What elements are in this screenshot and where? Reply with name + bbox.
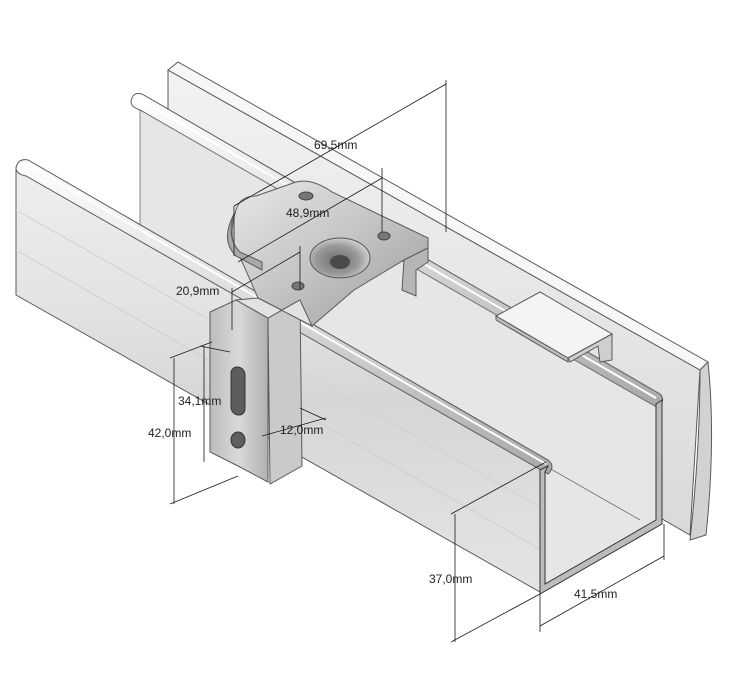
label-bracket-length: 69,5mm: [314, 138, 357, 152]
dim-20-line: [231, 251, 301, 293]
dim-12-line: [261, 417, 327, 437]
dim-48-line: [237, 177, 383, 263]
back-rail-end: [689, 360, 713, 541]
bracket-leg-side: [267, 299, 303, 485]
rail-clip: [494, 291, 614, 363]
dim-42-bottom: [169, 475, 239, 505]
bracket-bend: [234, 297, 314, 328]
label-bracket-top-width: 48,9mm: [286, 206, 329, 220]
dim-37-bottom: [450, 593, 541, 643]
label-slot-length: 34,1mm: [178, 394, 221, 408]
small-hole-left: [291, 281, 305, 291]
clip-side: [567, 333, 613, 363]
profile-section-outline: [539, 399, 663, 595]
label-leg-depth: 12,0mm: [280, 423, 323, 437]
mounting-bracket: [209, 180, 429, 485]
label-profile-width: 41,5mm: [574, 587, 617, 601]
dim-41-line: [539, 555, 665, 627]
dim-69-line: [233, 83, 447, 207]
leg-round-hole: [230, 431, 246, 449]
countersunk-hole-center: [330, 255, 350, 269]
bracket-left-tab: [227, 213, 263, 271]
small-hole-right: [377, 231, 391, 241]
profile-cross-section: [539, 399, 663, 595]
label-bracket-flange: 20,9mm: [176, 284, 219, 298]
dim-42-top: [169, 341, 213, 359]
dim-34-top: [199, 345, 231, 353]
dim-37-top: [450, 461, 547, 515]
dim-12-ext: [299, 407, 327, 421]
bracket-right-flange: [401, 247, 429, 297]
dimension-labels: 69,5mm 48,9mm 20,9mm 34,1mm 42,0mm 12,0m…: [148, 138, 617, 601]
label-leg-height: 42,0mm: [148, 426, 191, 440]
leg-slot: [230, 366, 246, 416]
label-profile-height: 37,0mm: [429, 572, 472, 586]
dimension-lines: [169, 80, 665, 643]
clip-front: [495, 315, 569, 363]
small-hole-top: [298, 191, 314, 201]
